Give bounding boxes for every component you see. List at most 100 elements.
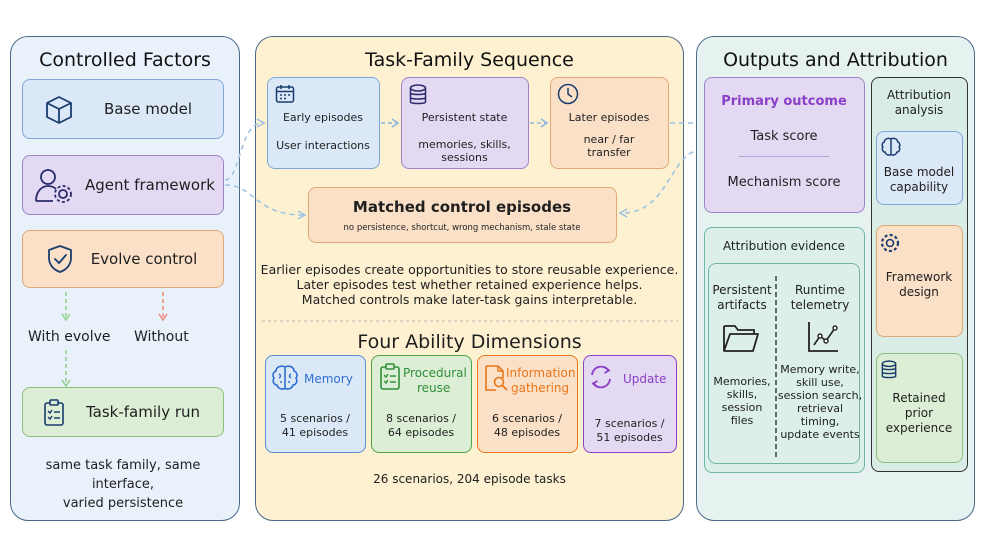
task-family-run-box: Task-family run xyxy=(22,387,224,437)
matched-control-box: Matched control episodes no persistence,… xyxy=(308,187,617,243)
ability-procedural-line2: 64 episodes xyxy=(387,426,455,439)
shield-check-icon xyxy=(48,245,72,273)
persistent-item-3: session xyxy=(721,401,763,414)
without-label: Without xyxy=(134,329,189,345)
primary-outcome-title: Primary outcome xyxy=(721,94,847,109)
base-model-capability-label: Base model capability xyxy=(877,165,961,195)
ability-info-line1: 6 scenarios / xyxy=(492,412,562,425)
folder-icon xyxy=(723,325,759,352)
persistent-state-box: Persistent state memories, skills, sessi… xyxy=(401,77,529,169)
early-episodes-box: Early episodes User interactions xyxy=(267,77,380,169)
attribution-analysis-line2: analysis xyxy=(894,103,944,117)
database-icon xyxy=(409,84,427,105)
refresh-icon xyxy=(591,365,611,389)
task-score-label: Task score xyxy=(750,129,818,144)
runtime-item-4: retrieval xyxy=(796,402,843,415)
ability-card-update: Update 7 scenarios / 51 episodes xyxy=(583,355,677,453)
cube-icon xyxy=(46,96,72,124)
document-search-icon xyxy=(485,365,508,391)
ability-update-line1: 7 scenarios / xyxy=(594,417,665,430)
persistent-state-sub1: memories, skills, xyxy=(418,138,511,151)
ability-procedural-label2: reuse xyxy=(417,381,451,395)
description-line1: Earlier episodes create opportunities to… xyxy=(260,262,679,277)
framework-design-line1: Framework xyxy=(885,270,953,284)
runtime-item-3: session search, xyxy=(777,389,863,402)
primary-outcome-box: Primary outcome Task score Mechanism sco… xyxy=(704,77,865,213)
base-model-label: Base model xyxy=(103,99,192,118)
evolve-control-box: Evolve control xyxy=(22,230,224,288)
sequence-description: Earlier episodes create opportunities to… xyxy=(258,262,681,307)
ability-card-memory: Memory 5 scenarios / 41 episodes xyxy=(265,355,366,453)
base-model-capability-box: Base model capability xyxy=(876,131,963,205)
runtime-item-2: skill use, xyxy=(796,376,844,389)
retained-experience-line1: Retained xyxy=(892,391,946,405)
clipboard-list-icon xyxy=(44,399,64,426)
gear-icon xyxy=(880,233,900,253)
left-caption-line1: same task family, same xyxy=(45,458,201,473)
base-model-box: Base model xyxy=(22,79,224,139)
persistent-item-1: Memories, xyxy=(713,375,771,388)
agent-framework-box: Agent framework xyxy=(22,155,224,215)
ability-card-procedural-reuse: Procedural reuse 8 scenarios / 64 episod… xyxy=(371,355,472,453)
runtime-item-5: timing, xyxy=(800,415,840,428)
runtime-telemetry-line1: Runtime xyxy=(794,283,846,297)
attribution-analysis-line1: Attribution xyxy=(887,88,951,102)
task-family-run-label: Task-family run xyxy=(85,402,201,421)
persistent-artifacts-list: Memories, skills, session files xyxy=(707,375,777,427)
attribution-analysis-title: Attribution analysis xyxy=(872,88,966,118)
database-icon xyxy=(881,360,897,379)
matched-control-sub: no persistence, shortcut, wrong mechanis… xyxy=(343,223,581,233)
base-model-capability-line1: Base model xyxy=(883,165,955,179)
user-gear-icon xyxy=(35,169,72,203)
ability-dimensions-title: Four Ability Dimensions xyxy=(357,331,582,353)
ability-info-line2: 48 episodes xyxy=(493,426,561,439)
attribution-evidence-box: Attribution evidence xyxy=(704,227,865,473)
persistent-artifacts-line1: Persistent xyxy=(712,283,772,297)
controlled-factors-title: Controlled Factors xyxy=(39,49,211,71)
ability-update-line2: 51 episodes xyxy=(596,431,663,444)
ability-procedural-label1: Procedural xyxy=(403,366,467,380)
framework-design-line2: design xyxy=(899,285,939,299)
left-caption: same task family, same interface, varied… xyxy=(22,456,224,513)
retained-experience-box: Retained prior experience xyxy=(876,353,963,463)
attribution-evidence-title: Attribution evidence xyxy=(722,239,846,253)
ability-memory-line1: 5 scenarios / xyxy=(280,412,350,425)
attribution-evidence-inner xyxy=(708,263,860,464)
later-episodes-box: Later episodes near / far transfer xyxy=(550,77,669,169)
ability-memory-label: Memory xyxy=(304,372,353,386)
clock-icon xyxy=(557,83,579,105)
persistent-state-sub2: sessions xyxy=(441,151,488,164)
ability-card-information-gathering: Information gathering 6 scenarios / 48 e… xyxy=(477,355,578,453)
agent-framework-label: Agent framework xyxy=(85,175,215,194)
brain-icon xyxy=(272,365,298,390)
runtime-telemetry-list: Memory write, skill use, session search,… xyxy=(776,363,864,441)
later-episodes-sub2: transfer xyxy=(587,146,631,159)
later-episodes-sub1: near / far xyxy=(583,133,635,146)
runtime-telemetry-line2: telemetry xyxy=(790,298,850,312)
base-model-capability-line2: capability xyxy=(889,180,949,194)
outputs-attribution-title: Outputs and Attribution xyxy=(723,49,948,71)
retained-experience-line2: prior xyxy=(904,406,934,420)
early-episodes-sub: User interactions xyxy=(276,139,370,152)
framework-design-label: Framework design xyxy=(877,270,961,300)
with-evolve-label: With evolve xyxy=(28,329,111,345)
runtime-item-6: update events xyxy=(780,428,860,441)
line-chart-icon xyxy=(808,322,838,352)
description-line2: Later episodes test whether retained exp… xyxy=(296,277,643,292)
ability-info-label2: gathering xyxy=(511,381,570,395)
brain-icon xyxy=(881,137,901,156)
early-episodes-title: Early episodes xyxy=(282,111,364,124)
persistent-item-4: files xyxy=(730,414,754,427)
retained-experience-line3: experience xyxy=(885,421,953,435)
evolve-control-label: Evolve control xyxy=(90,249,198,268)
left-caption-line2: interface, xyxy=(91,477,155,492)
ability-info-label1: Information xyxy=(506,366,576,380)
persistent-item-2: skills, xyxy=(726,388,758,401)
retained-experience-label: Retained prior experience xyxy=(877,391,961,436)
ability-procedural-line1: 8 scenarios / xyxy=(386,412,456,425)
ability-update-label: Update xyxy=(623,372,667,386)
description-line3: Matched controls make later-task gains i… xyxy=(301,292,638,307)
persistent-state-title: Persistent state xyxy=(421,111,508,124)
